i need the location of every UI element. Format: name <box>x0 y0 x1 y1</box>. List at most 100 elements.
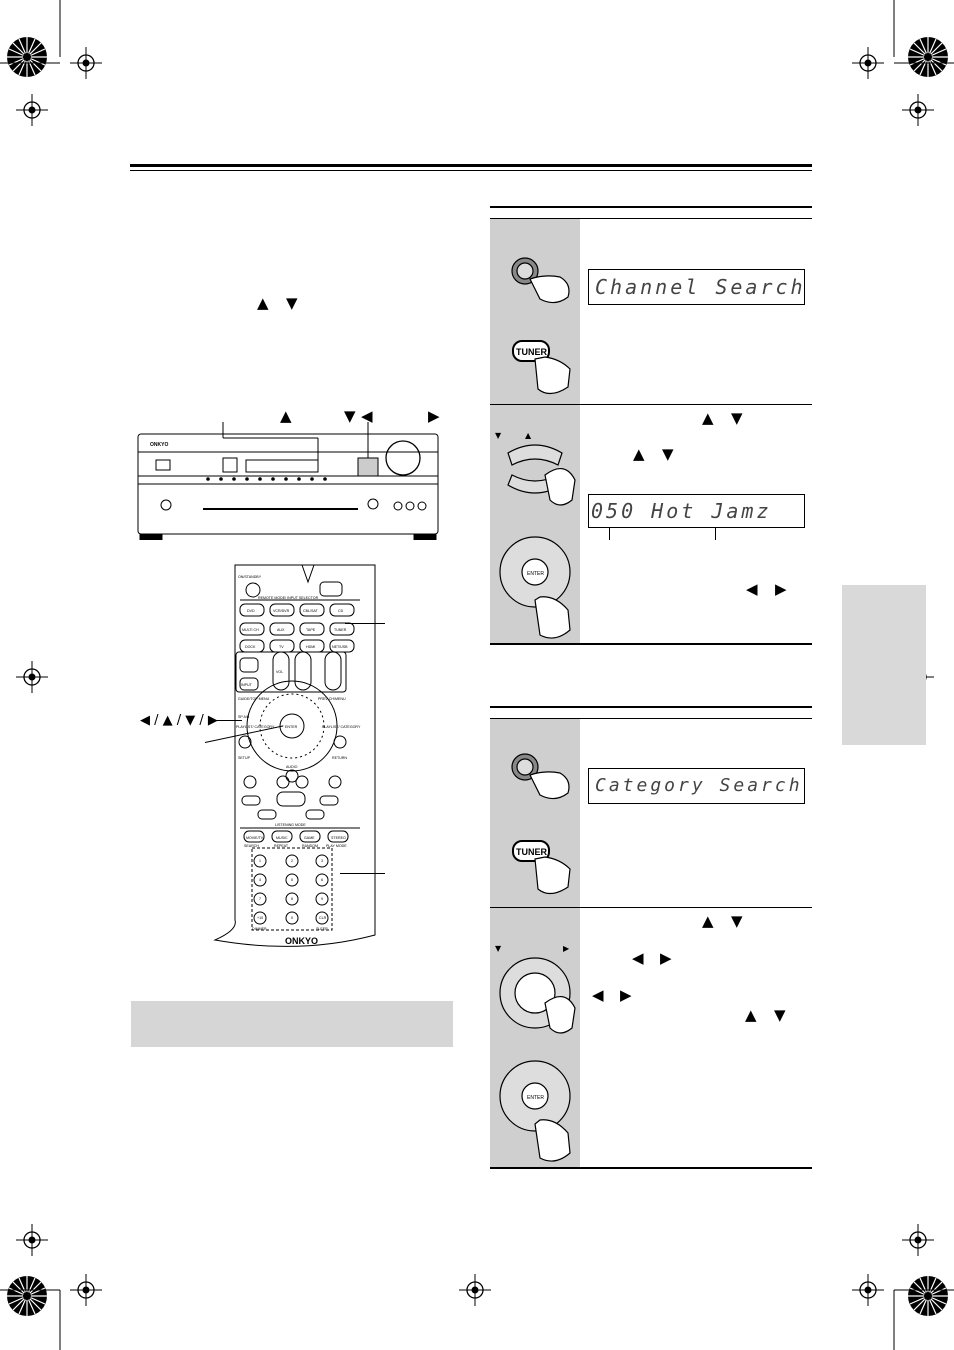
step2-right-arrow: ▶ <box>775 580 787 598</box>
step2-buttons: ENTER <box>499 444 576 639</box>
step1-buttons: TUNER <box>511 257 571 395</box>
remote-random: RANDOM <box>302 844 318 848</box>
remote-digit-1: 1 <box>259 859 261 863</box>
remote-illustration: ON/STANDBY REMOTE MODE/ INPUT SELECTOR D… <box>213 564 376 947</box>
step4-left-arrow-b: ◀ <box>592 986 604 1004</box>
remote-clr: CLR <box>319 916 327 920</box>
remote-sleep: SLEEP <box>316 927 328 931</box>
remote-digit-2: 2 <box>291 859 293 863</box>
remote-vcr-dvr: VCR/DVR <box>273 609 290 613</box>
step4-down-arrow: ▼ <box>731 912 743 930</box>
remote-digit-9: 9 <box>321 897 323 901</box>
step2-small-down: ▼ <box>495 431 502 440</box>
remote-dock: DOCK <box>245 645 256 649</box>
remote-audio: AUDIO <box>286 765 298 769</box>
step2-up-arrow-b: ▲ <box>633 445 645 463</box>
step2-divider <box>490 643 812 645</box>
receiver-illustration: ONKYO <box>137 422 439 540</box>
remote-standby-label: ON/STANDBY <box>238 575 262 579</box>
remote-digit-3: 3 <box>321 859 323 863</box>
leader-numbers <box>340 873 385 874</box>
remote-listening-mode: LISTENING MODE <box>275 823 306 827</box>
up-arrow-label: ▲ <box>280 407 292 425</box>
category-search-display: Category Search <box>588 768 805 804</box>
channel-number-leader <box>609 528 610 540</box>
step2-up-arrow: ▲ <box>702 409 714 427</box>
remote-cbl-sat: CBL/SAT <box>303 609 319 613</box>
remote-stereo: STEREO <box>331 836 346 840</box>
step4-right-arrow-b: ▶ <box>620 986 632 1004</box>
remote-setup: SETUP <box>238 756 251 760</box>
remote-tv: TV <box>279 645 284 649</box>
remote-digit-8: 8 <box>291 897 293 901</box>
step2-down-arrow-b: ▼ <box>662 445 674 463</box>
down-arrow-label: ▼ <box>344 407 356 425</box>
step4-enter-label: ENTER <box>527 1095 544 1101</box>
remote-multi-ch: MULTI CH <box>242 628 259 632</box>
step2-left-arrow: ◀ <box>746 580 758 598</box>
remote-playlist-left: PLAYLIST/ CATEGORY <box>236 725 275 729</box>
remote-search: SEARCH <box>244 844 259 848</box>
section1-rule <box>490 206 812 208</box>
side-tab <box>842 585 926 745</box>
remote-movie-tv: MOVIE/TV <box>246 836 264 840</box>
step4-down-arrow-b: ▼ <box>774 1006 786 1024</box>
note-box <box>131 1001 453 1047</box>
channel-search-display: Channel Search <box>588 269 805 305</box>
remote-cd: CD <box>338 609 344 613</box>
down-arrow-text: ▼ <box>286 294 298 312</box>
step4-up-arrow: ▲ <box>702 912 714 930</box>
section2-rule <box>490 706 812 708</box>
step4-up-arrow-b: ▲ <box>745 1006 757 1024</box>
left-arrow-label: ◀ <box>361 407 373 425</box>
header-rule <box>130 164 812 167</box>
section2-rule-b <box>490 718 812 719</box>
step3-buttons: TUNER <box>511 753 571 895</box>
step4-buttons: ENTER <box>499 957 576 1162</box>
leader-arrows <box>212 720 242 721</box>
step2-small-up: ▲ <box>525 431 532 440</box>
receiver-brand: ONKYO <box>150 442 168 448</box>
step2-enter-label: ENTER <box>527 571 544 577</box>
remote-aux: AUX <box>277 628 285 632</box>
remote-mode-label: REMOTE MODE/ INPUT SELECTOR <box>258 596 319 600</box>
step1-divider <box>490 404 812 405</box>
right-arrow-label: ▶ <box>428 407 440 425</box>
remote-brand: ONKYO <box>285 936 318 946</box>
header-rule-thin <box>130 170 812 171</box>
remote-music: MUSIC <box>276 836 288 840</box>
section1-rule-b <box>490 218 812 219</box>
step3-divider <box>490 907 812 908</box>
remote-digit-4: 4 <box>259 878 261 882</box>
remote-digit-0: 0 <box>291 916 293 920</box>
step4-small-down: ▼ <box>495 944 502 953</box>
remote-dimmer: DIMMER <box>252 927 267 931</box>
step4-divider <box>490 1167 812 1169</box>
step1-tuner-label: TUNER <box>516 347 547 357</box>
remote-guide: GUIDE/TOP MENU <box>238 697 270 701</box>
step4-right-arrow: ▶ <box>660 949 672 967</box>
leader-tuner <box>345 623 385 624</box>
remote-sp-ab: SP A/B <box>238 715 250 719</box>
channel-name-leader <box>715 528 716 540</box>
step4-small-right: ▶ <box>563 944 570 953</box>
remote-hdmi: HDMI <box>306 645 315 649</box>
remote-net-usb: NET/USB <box>332 645 348 649</box>
remote-playlist-right: PLAYLIST/ CATEGORY <box>322 725 361 729</box>
remote-tuner: TUNER <box>334 628 347 632</box>
remote-arrow-keys-label: ◀ / ▲ / ▼ / ▶ <box>140 713 218 728</box>
remote-repeat: REPEAT <box>274 844 289 848</box>
remote-return: RETURN <box>332 756 347 760</box>
channel-name-display: 050 Hot Jamz <box>588 494 805 528</box>
remote-enter: ENTER <box>285 725 298 729</box>
step2-down-arrow: ▼ <box>731 409 743 427</box>
remote-dvd: DVD <box>247 609 255 613</box>
remote-digit-6: 6 <box>321 878 323 882</box>
remote-input: INPUT <box>241 683 253 687</box>
remote-digit-7: 7 <box>259 897 261 901</box>
remote-tape: TAPE <box>306 628 316 632</box>
step4-left-arrow: ◀ <box>632 949 644 967</box>
remote-digit-10: +10 <box>257 916 263 920</box>
remote-prev-ch: PREV CH/MENU <box>318 697 346 701</box>
step3-tuner-label: TUNER <box>516 847 547 857</box>
